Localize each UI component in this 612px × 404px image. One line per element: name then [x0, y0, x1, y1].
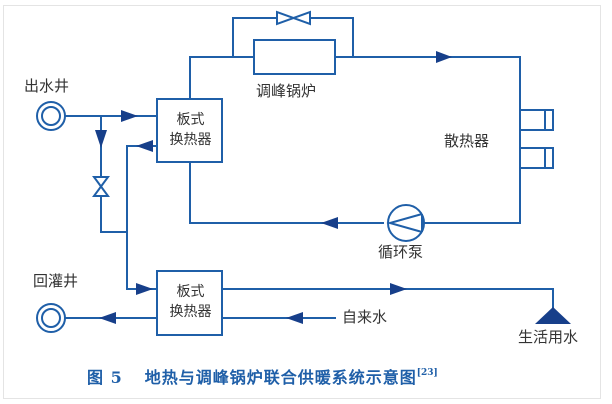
outlet-well-label: 出水井: [24, 77, 70, 95]
circulation-pump-label: 循环泵: [378, 243, 424, 261]
figure-number: 图 5: [87, 368, 123, 387]
heat-exchanger-bottom-line1: 板式: [176, 284, 205, 300]
flow-arrow-icon: [95, 130, 107, 148]
flow-arrow-icon: [286, 312, 303, 324]
boiler-bypass-valve-icon: [276, 10, 311, 26]
heat-exchanger-bottom-line2: 换热器: [169, 304, 212, 320]
pipe-hx-to-hx: [126, 145, 157, 290]
figure-caption: 图 5 地热与调峰锅炉联合供暖系统示意图[23]: [87, 364, 438, 388]
flow-arrow-icon: [321, 217, 338, 229]
figure-title: 地热与调峰锅炉联合供暖系统示意图: [144, 368, 417, 387]
peak-boiler-label: 调峰锅炉: [256, 82, 317, 100]
heat-exchanger-top-line2: 换热器: [169, 132, 212, 148]
pipe-domestic-supply: [222, 288, 554, 310]
heat-exchanger-top-line1: 板式: [176, 112, 205, 128]
heat-exchanger-bottom: [156, 270, 223, 336]
reinjection-well-label: 回灌井: [33, 272, 79, 290]
flow-arrow-icon: [136, 140, 153, 152]
figure-reference: [23]: [416, 368, 438, 378]
heat-exchanger-bottom-label: 板式 换热器: [157, 282, 224, 322]
flow-arrow-icon: [121, 110, 138, 122]
flow-arrow-icon: [390, 283, 407, 295]
reinjection-well-icon: [36, 303, 66, 333]
radiator-icon: [519, 109, 554, 169]
circulation-pump-icon: [386, 204, 425, 242]
pipe-heating-supply: [189, 56, 521, 224]
heat-exchanger-top-label: 板式 换热器: [157, 110, 224, 150]
peak-boiler: [253, 39, 336, 75]
domestic-water-outlet-icon: [535, 307, 571, 324]
bypass-valve-icon: [92, 176, 110, 197]
flow-arrow-icon: [99, 312, 116, 324]
domestic-water-label: 生活用水: [518, 328, 579, 346]
outlet-well-icon: [36, 101, 66, 131]
flow-arrow-icon: [136, 283, 153, 295]
tap-water-label: 自来水: [342, 308, 388, 326]
pipe-bypass-branch: [100, 116, 127, 233]
flow-arrow-icon: [436, 51, 452, 63]
radiator-label: 散热器: [444, 132, 490, 150]
pipe-heating-return: [189, 162, 384, 224]
